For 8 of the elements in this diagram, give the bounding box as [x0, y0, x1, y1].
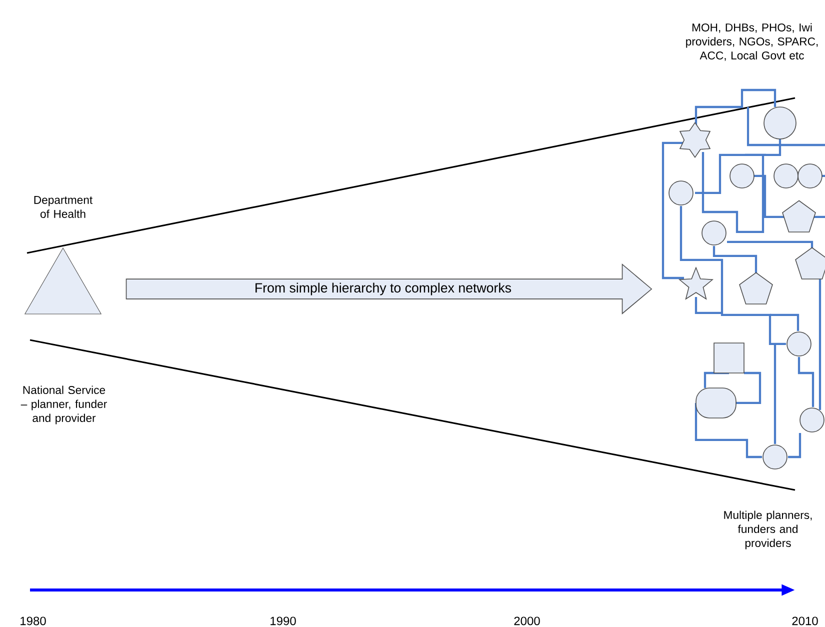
caption-text: Department of Health — [34, 196, 93, 218]
year-label: 2010 — [792, 616, 818, 626]
year-label: 1990 — [270, 616, 296, 626]
caption-text: MOH, DHBs, PHOs, Iwi providers, NGOs, SPARC, ACC, Local Govt etc — [686, 23, 818, 61]
year-label: 1980 — [20, 616, 46, 626]
caption-text: National Service – planner, funder and provider — [20, 386, 107, 424]
year-label: 2000 — [514, 616, 540, 626]
caption-text: Multiple planners, funders and providers — [724, 510, 812, 550]
